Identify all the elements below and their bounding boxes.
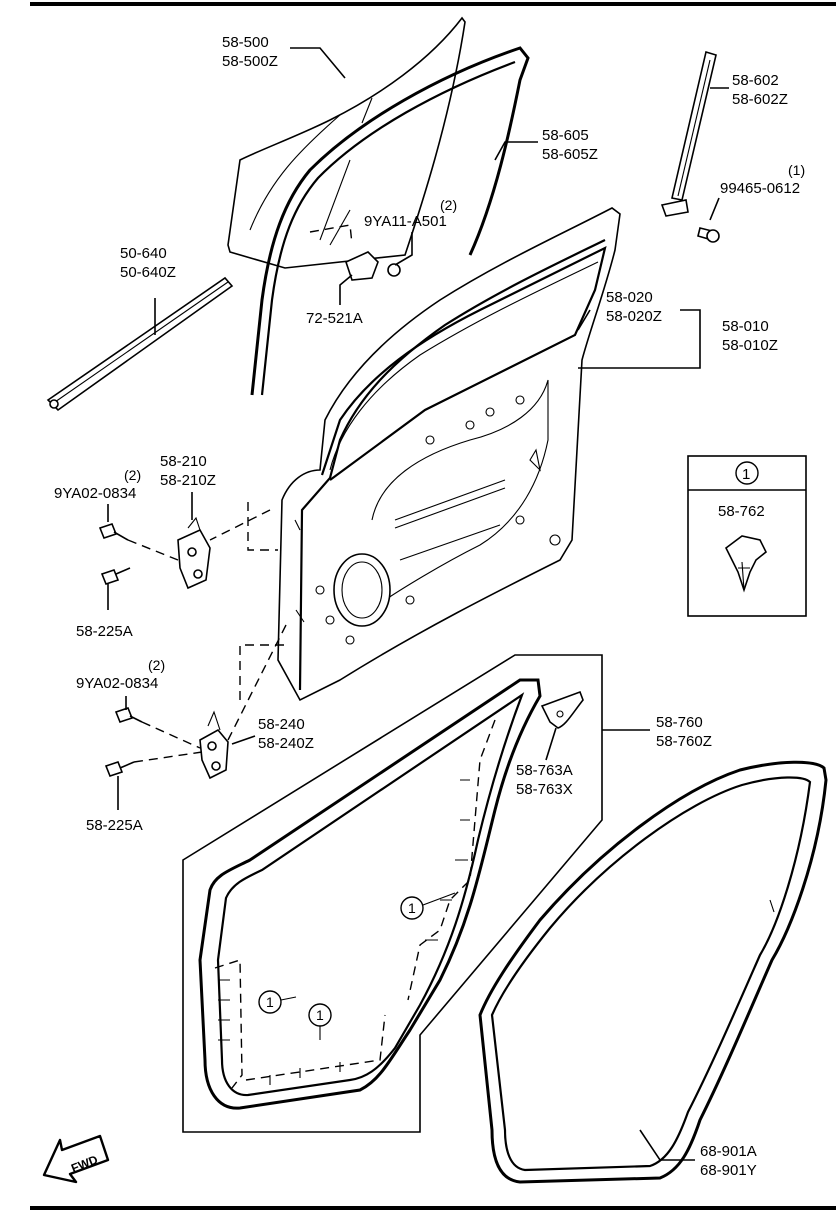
leader-lines bbox=[107, 47, 729, 1161]
door-label-2: 58-010Z bbox=[722, 337, 778, 354]
hinge-lower-label-1: 58-240 bbox=[258, 716, 305, 733]
callout-marker-3: 1 bbox=[316, 1007, 324, 1023]
upper-hinge-bolt bbox=[98, 523, 179, 561]
screw-top-qty: (1) bbox=[788, 162, 805, 178]
body-weatherstrip-label-1: 68-901A bbox=[700, 1143, 757, 1160]
lower-hinge bbox=[199, 624, 287, 780]
door-weatherstrip-label-1: 58-760 bbox=[656, 714, 703, 731]
run-channel bbox=[660, 50, 720, 243]
glass-bracket bbox=[309, 224, 401, 281]
upper-hinge bbox=[177, 502, 278, 590]
door-weatherstrip-label-2: 58-760Z bbox=[656, 733, 712, 750]
clip-plate-label-2: 58-763X bbox=[516, 781, 573, 798]
hinge-upper-bolt-label: 9YA02-0834 bbox=[54, 485, 136, 502]
run-channel-label-2: 58-602Z bbox=[732, 91, 788, 108]
hinge-lower-bolt-qty: (2) bbox=[148, 657, 165, 673]
hinge-upper-bolt2-label: 58-225A bbox=[76, 623, 133, 640]
hinge-upper-bolt-qty: (2) bbox=[124, 467, 141, 483]
weatherstrip-outer-label-1: 50-640 bbox=[120, 245, 167, 262]
channel-label-1: 58-605 bbox=[542, 127, 589, 144]
glass-label-2: 58-500Z bbox=[222, 53, 278, 70]
run-channel-label-1: 58-602 bbox=[732, 72, 779, 89]
legend-box bbox=[687, 455, 807, 617]
fwd-arrow-icon bbox=[42, 1134, 110, 1184]
body-weatherstrip bbox=[478, 760, 828, 1184]
glass-label-1: 58-500 bbox=[222, 34, 269, 51]
lower-hinge-bolt-2 bbox=[104, 751, 203, 777]
hinge-lower-bolt2-label: 58-225A bbox=[86, 817, 143, 834]
clip-plate bbox=[540, 690, 584, 729]
frame-label-1: 58-020 bbox=[606, 289, 653, 306]
weatherstrip-outer-label-2: 50-640Z bbox=[120, 264, 176, 281]
clip-icon bbox=[724, 535, 768, 593]
bolt-glass-qty: (2) bbox=[440, 197, 457, 213]
legend-part-label: 58-762 bbox=[718, 503, 765, 520]
channel-label-2: 58-605Z bbox=[542, 146, 598, 163]
door-label-1: 58-010 bbox=[722, 318, 769, 335]
hinge-upper-label-2: 58-210Z bbox=[160, 472, 216, 489]
legend-marker: 1 bbox=[742, 466, 750, 483]
hinge-lower-label-2: 58-240Z bbox=[258, 735, 314, 752]
bolt-glass-label: 9YA11-A501 bbox=[364, 213, 447, 230]
outer-weatherstrip bbox=[46, 276, 234, 412]
clip-plate-label-1: 58-763A bbox=[516, 762, 573, 779]
body-weatherstrip-label-2: 68-901Y bbox=[700, 1162, 757, 1179]
weatherstrip-group bbox=[182, 654, 603, 1133]
upper-hinge-bolt-2 bbox=[100, 567, 131, 585]
lower-hinge-bolt bbox=[114, 707, 201, 749]
screw-top-label: 99465-0612 bbox=[720, 180, 800, 197]
glass-bracket-label: 72-521A bbox=[306, 310, 363, 327]
frame-label-2: 58-020Z bbox=[606, 308, 662, 325]
door-panel bbox=[277, 207, 621, 702]
callout-marker-2: 1 bbox=[266, 994, 274, 1010]
hinge-lower-bolt-label: 9YA02-0834 bbox=[76, 675, 158, 692]
callout-marker-1: 1 bbox=[408, 900, 416, 916]
glass-channel bbox=[250, 46, 530, 396]
hinge-upper-label-1: 58-210 bbox=[160, 453, 207, 470]
